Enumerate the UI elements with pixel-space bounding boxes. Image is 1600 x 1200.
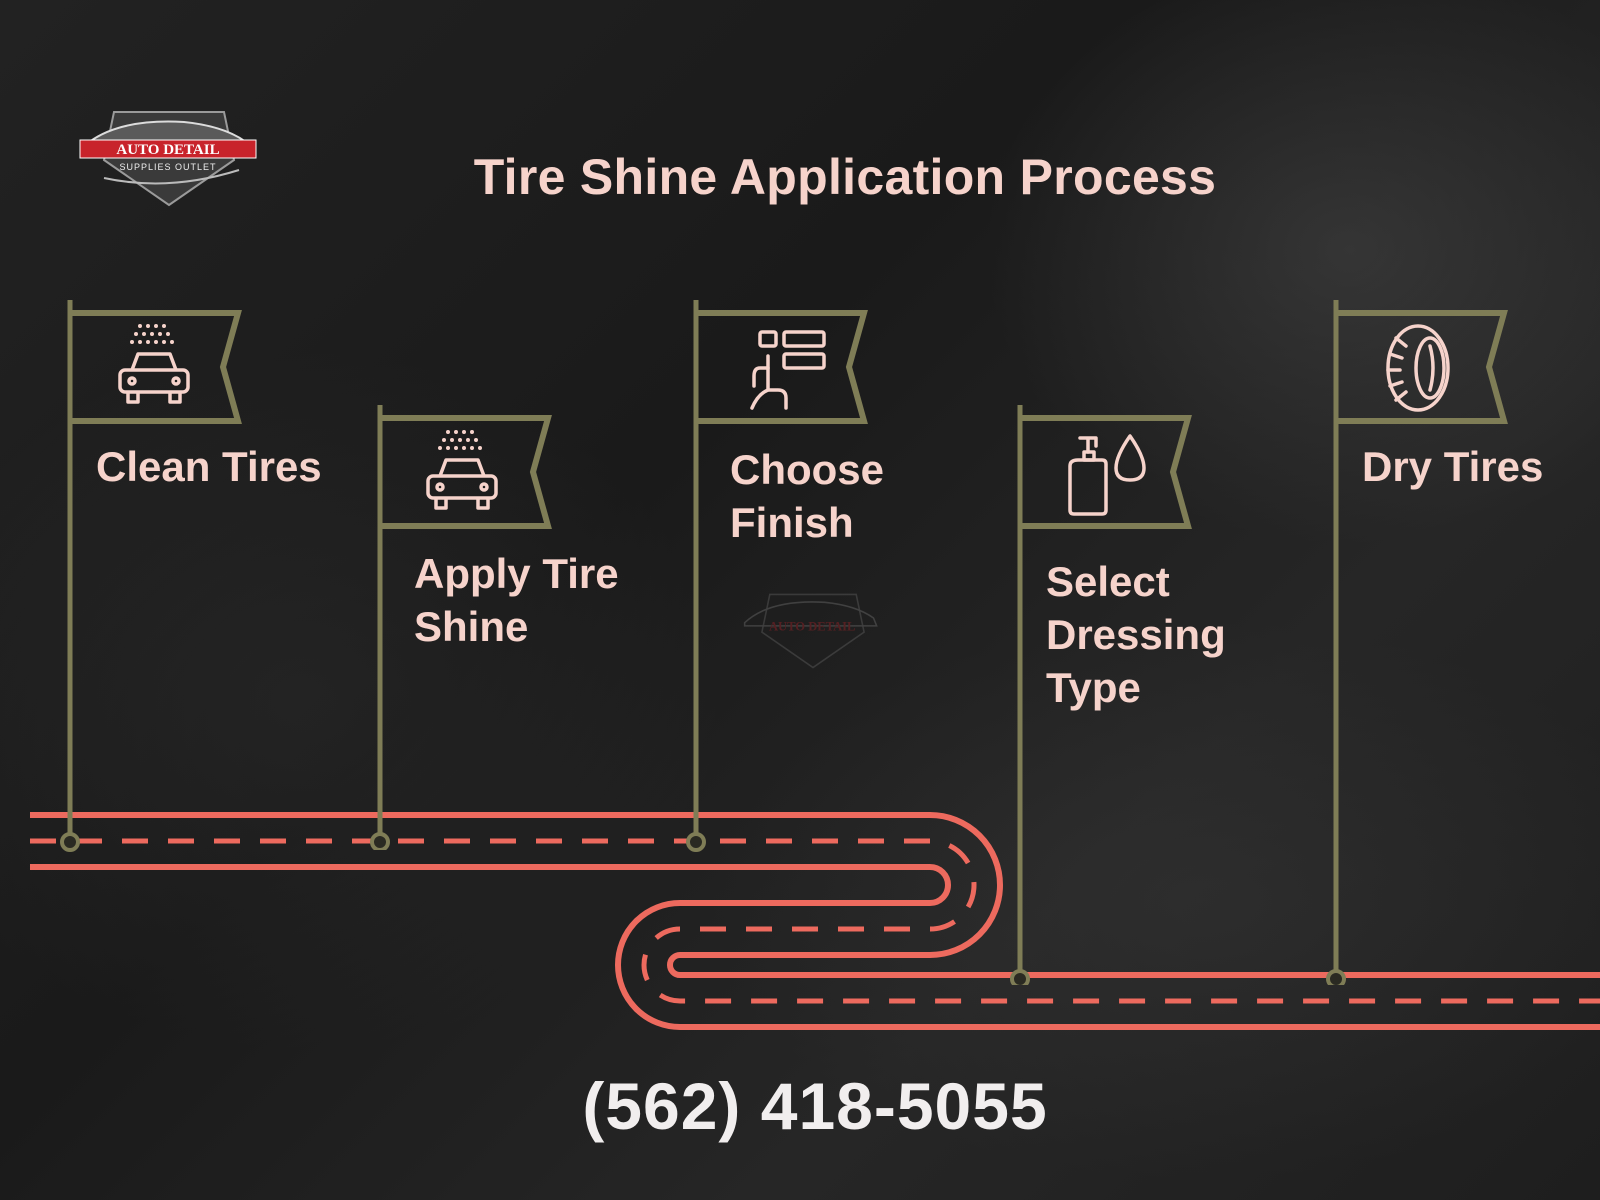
- svg-text:AUTO DETAIL: AUTO DETAIL: [116, 142, 219, 158]
- step-2-label: Apply Tire Shine: [414, 550, 619, 650]
- svg-text:SUPPLIES OUTLET: SUPPLIES OUTLET: [119, 162, 216, 172]
- step-5-label: Dry Tires: [1362, 443, 1544, 490]
- step-3-flag: [686, 300, 868, 852]
- tire-icon: [1386, 324, 1450, 412]
- car-wash-icon: [426, 430, 498, 510]
- step-1-flag: [60, 300, 242, 852]
- step-4-label: Select Dressing Type: [1046, 558, 1226, 711]
- page-title: Tire Shine Application Process: [473, 149, 1217, 205]
- spray-bottle-drop-icon: [1068, 434, 1146, 516]
- svg-text:AUTO DETAIL: AUTO DETAIL: [769, 620, 855, 634]
- selection-menu-icon: [750, 330, 826, 410]
- step-1-label: Clean Tires: [96, 443, 322, 490]
- step-4-flag: [1010, 405, 1192, 985]
- car-wash-icon: [118, 324, 190, 404]
- phone-number[interactable]: (562) 418-5055: [582, 1069, 1048, 1143]
- step-5-flag: [1326, 300, 1508, 985]
- step-2-flag: [370, 405, 552, 850]
- step-3-label: Choose Finish: [730, 446, 885, 546]
- watermark-logo: AUTO DETAIL: [720, 585, 906, 673]
- brand-logo: AUTO DETAIL SUPPLIES OUTLET: [74, 100, 264, 212]
